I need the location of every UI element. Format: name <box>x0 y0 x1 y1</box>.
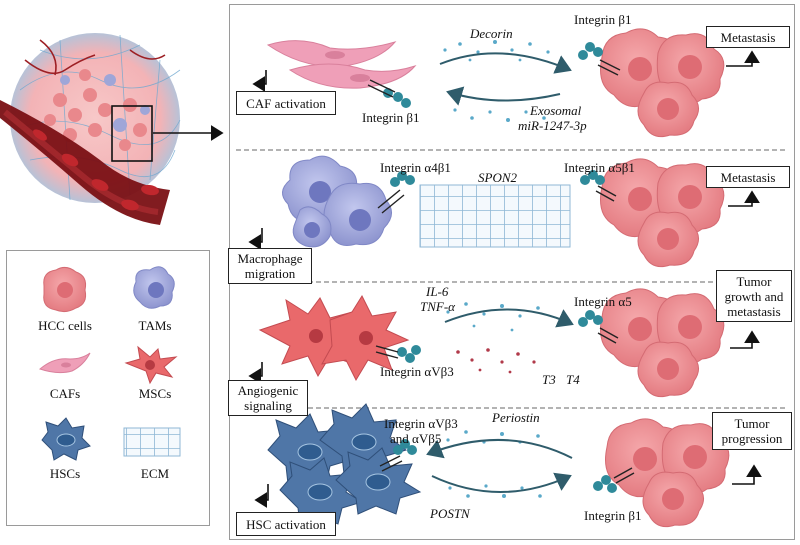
row2-outcome-box: Metastasis <box>706 166 790 188</box>
row3-outcome-line1: Tumor <box>736 273 772 289</box>
legend-label-hcc: HCC cells <box>38 318 92 333</box>
row3-outcome-box: Tumor growth and metastasis <box>716 270 792 322</box>
legend-label-tam: TAMs <box>138 318 172 333</box>
row4-hsc-cells <box>267 403 422 525</box>
row3-outcome-line2: growth and <box>724 288 784 304</box>
row1-integrins <box>367 42 621 108</box>
row2-signal-top: SPON2 <box>478 170 517 185</box>
row2-effect-line1: Macrophage <box>237 251 303 266</box>
row2-tumor-cluster <box>600 158 725 268</box>
row4-outcome-box: Tumor progression <box>712 412 792 450</box>
row1-outcome-box: Metastasis <box>706 26 790 48</box>
row1-signal-top: Decorin <box>470 26 513 41</box>
legend-panel-frame <box>6 250 210 526</box>
row3-tumor-cluster <box>600 288 725 398</box>
row3-signal-bottom-1: T3 <box>542 372 556 387</box>
row3-outcome-line3: metastasis <box>727 303 781 319</box>
row1-signal-bottom-1: Exosomal <box>530 103 582 118</box>
row1-tumor-cluster <box>600 28 725 138</box>
row1-caf-cells <box>266 40 417 89</box>
row2-effect-box: Macrophage migration <box>228 248 312 284</box>
legend-label-msc: MSCs <box>138 386 172 401</box>
row4-integrins <box>379 439 635 493</box>
row3-cell-receptor: Integrin αVβ3 <box>380 364 454 379</box>
row2-integrins <box>377 170 617 214</box>
row3-signal-top-1: IL-6 <box>426 284 449 299</box>
row3-tumor-receptor: Integrin α5 <box>574 294 632 309</box>
row2-tam-cells <box>282 155 392 248</box>
row1-signal-dots <box>443 40 550 122</box>
legend-label-hsc: HSCs <box>49 466 81 481</box>
row4-effect-box: HSC activation <box>236 512 336 536</box>
row2-cell-receptor: Integrin α4β1 <box>380 160 451 175</box>
legend-label-ecm: ECM <box>140 466 170 481</box>
row1-cell-receptor: Integrin β1 <box>362 110 420 125</box>
row4-outcome-line2: progression <box>721 431 783 446</box>
row3-signal-dots <box>446 302 540 374</box>
row1-signal-bottom-2: miR-1247-3p <box>518 118 587 133</box>
row4-signal-top: Periostin <box>492 410 540 425</box>
row3-integrins <box>375 310 619 363</box>
legend-icons <box>39 266 181 461</box>
row3-signal-bottom-2: T4 <box>566 372 580 387</box>
row4-signal-bottom: POSTN <box>430 506 470 521</box>
row4-tumor-receptor: Integrin β1 <box>584 508 642 523</box>
row3-effect-line1: Angiogenic <box>237 383 299 398</box>
row4-outcome-line1: Tumor <box>734 416 770 431</box>
row1-effect-box: CAF activation <box>236 91 336 115</box>
row2-tumor-receptor: Integrin α5β1 <box>564 160 635 175</box>
row4-cell-receptor-1: Integrin αVβ3 <box>384 416 458 431</box>
row1-tumor-receptor: Integrin β1 <box>574 12 632 27</box>
row4-cell-receptor-2: and αVβ5 <box>390 431 442 446</box>
row2-ecm <box>419 184 571 248</box>
row3-effect-line2: signaling <box>244 398 292 413</box>
row3-effect-box: Angiogenic signaling <box>228 380 308 416</box>
liver-tumor-illustration <box>0 33 224 225</box>
row2-effect-line2: migration <box>244 266 296 281</box>
row3-signal-top-2: TNF-α <box>420 299 455 314</box>
legend-label-caf: CAFs <box>49 386 81 401</box>
